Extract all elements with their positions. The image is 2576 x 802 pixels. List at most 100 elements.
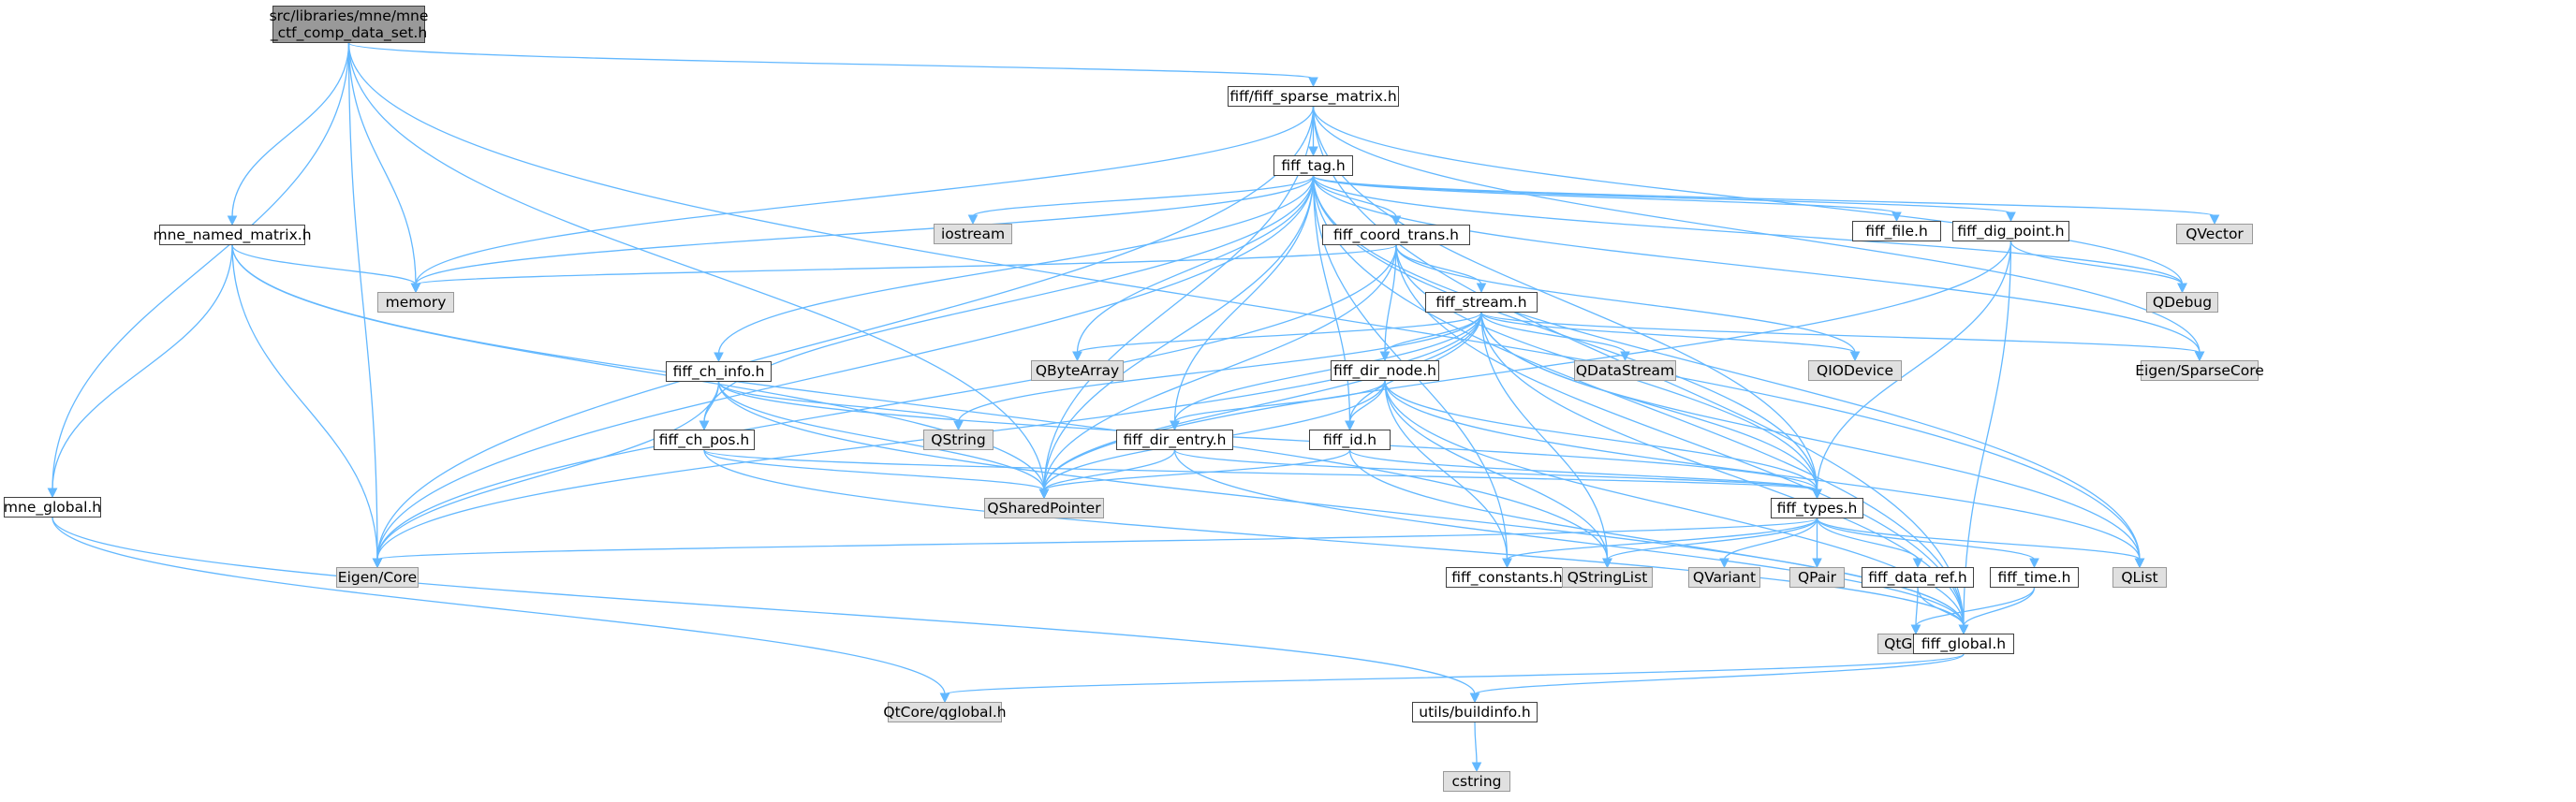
- edge-chpos-to-qshared: [703, 449, 1045, 491]
- edge-sparse-to-memory: [415, 106, 1315, 285]
- edge-root-to-mneglobal: [52, 42, 350, 490]
- edge-arrowhead: [1812, 558, 1822, 569]
- edge-arrowhead: [1602, 558, 1612, 569]
- edge-arrowhead: [1308, 146, 1318, 157]
- edge-fiffstream-to-eigensparse: [1480, 312, 2201, 354]
- edge-fifftag-to-qdebug: [1312, 175, 2184, 285]
- edge-fifftag-to-coordtrans: [1312, 175, 1397, 218]
- edge-fifftypes-to-eigencore: [376, 518, 1818, 561]
- edge-arrowhead: [1910, 624, 1921, 635]
- edge-dirnode-to-fifftypes: [1384, 380, 1818, 491]
- edge-arrowhead: [1170, 420, 1180, 431]
- edge-arrowhead: [227, 215, 238, 226]
- node-mnenamed[interactable]: mne_named_matrix.h: [153, 225, 312, 245]
- edge-fiffstream-to-qshared: [1043, 312, 1482, 491]
- node-fifftypes[interactable]: fiff_types.h: [1771, 498, 1863, 518]
- node-qvariant: QVariant: [1688, 567, 1760, 588]
- node-coordtrans[interactable]: fiff_coord_trans.h: [1322, 225, 1470, 245]
- node-qstring: QString: [923, 430, 994, 450]
- edge-arrowhead: [2006, 211, 2016, 223]
- node-fifftime[interactable]: fiff_time.h: [1990, 567, 2079, 588]
- node-cstring: cstring: [1443, 771, 1510, 792]
- edge-fifftag-to-chinfo: [717, 175, 1315, 355]
- edge-dataref-to-qtglobal: [1915, 587, 1919, 627]
- edge-root-to-sparse: [347, 42, 1315, 80]
- edge-fifftag-to-qvector: [1312, 175, 2215, 217]
- edge-arrowhead: [410, 283, 421, 294]
- edge-coordtrans-to-qiodevice: [1395, 244, 1856, 354]
- node-qpair: QPair: [1789, 567, 1845, 588]
- edge-direntry-to-fifftypes: [1173, 449, 1818, 491]
- edge-arrowhead: [1471, 762, 1482, 773]
- edge-fiffstream-to-qstring: [957, 312, 1482, 423]
- edge-fifftag-to-qbytearray: [1076, 175, 1315, 354]
- edge-coordtrans-to-fiffglobal: [1395, 244, 1965, 627]
- edge-digpoint-to-qdebug: [2009, 241, 2184, 285]
- edge-arrowhead: [699, 420, 710, 431]
- edge-mnenamed-to-mneglobal: [52, 244, 233, 490]
- edge-mneglobal-to-qtcoreglobal: [52, 517, 946, 695]
- edge-digpoint-to-fifftypes: [1816, 241, 2012, 491]
- node-qlist: QList: [2112, 567, 2167, 588]
- node-digpoint[interactable]: fiff_dig_point.h: [1952, 221, 2069, 241]
- node-fiffstream[interactable]: fiff_stream.h: [1425, 292, 1538, 313]
- edge-mnenamed-to-eigencore: [231, 244, 378, 561]
- node-fiffglobal[interactable]: fiff_global.h: [1913, 634, 2014, 654]
- node-qtcoreglobal: QtCore/qglobal.h: [883, 702, 1007, 722]
- edge-arrowhead: [2194, 351, 2205, 362]
- node-qvector: QVector: [2176, 224, 2253, 244]
- edge-coordtrans-to-eigencore: [376, 244, 1397, 561]
- edge-mnenamed-to-memory: [231, 244, 417, 285]
- edge-arrowhead: [1958, 624, 1969, 635]
- edge-fifftag-to-digpoint: [1312, 175, 2012, 214]
- edge-dirnode-to-qlist: [1384, 380, 2141, 561]
- edge-fiffid-to-qshared: [1043, 449, 1351, 491]
- edge-fifftime-to-fiffglobal: [1963, 587, 2036, 627]
- edge-fifftag-to-fiffglobal: [1312, 175, 1965, 627]
- edge-fifftypes-to-qvariant: [1723, 518, 1818, 561]
- node-chinfo[interactable]: fiff_ch_info.h: [666, 361, 772, 382]
- edge-fifftag-to-fifffile: [1312, 175, 1898, 214]
- edge-chinfo-to-qshared: [717, 381, 1045, 491]
- edge-dataref-to-fiffglobal: [1917, 587, 1965, 627]
- edge-fiffstream-to-direntry: [1173, 312, 1482, 423]
- node-buildinfo[interactable]: utils/buildinfo.h: [1412, 702, 1538, 722]
- edge-fifftime-to-qtglobal: [1915, 587, 2036, 627]
- node-dirnode[interactable]: fiff_dir_node.h: [1331, 360, 1439, 381]
- edge-fiffid-to-fifftypes: [1348, 449, 1818, 491]
- node-qstringlist: QStringList: [1562, 567, 1653, 588]
- edge-fiffglobal-to-qtcoreglobal: [944, 653, 1965, 695]
- edge-root-to-memory: [347, 42, 417, 285]
- edge-arrowhead: [967, 214, 979, 226]
- edge-chinfo-to-fifftypes: [717, 381, 1818, 491]
- edge-arrowhead: [939, 693, 950, 704]
- node-direntry[interactable]: fiff_dir_entry.h: [1116, 430, 1233, 450]
- node-iostream: iostream: [934, 224, 1012, 244]
- edge-root-to-eigencore: [347, 42, 378, 561]
- node-dataref[interactable]: fiff_data_ref.h: [1862, 567, 1974, 588]
- edge-direntry-to-qshared: [1043, 449, 1176, 491]
- node-fifftag[interactable]: fiff_tag.h: [1273, 155, 1353, 176]
- node-fifffile[interactable]: fiff_file.h: [1852, 221, 1941, 241]
- node-root: src/libraries/mne/mne _ctf_comp_data_set…: [269, 6, 429, 43]
- node-qdatastream: QDataStream: [1574, 360, 1676, 381]
- edge-fifftag-to-memory: [415, 175, 1315, 285]
- node-constants[interactable]: fiff_constants.h: [1446, 567, 1568, 588]
- edge-fiffid-to-fiffglobal: [1348, 449, 1965, 627]
- node-sparse[interactable]: fiff/fiff_sparse_matrix.h: [1228, 86, 1399, 107]
- node-chpos[interactable]: fiff_ch_pos.h: [654, 430, 755, 450]
- edge-fifftypes-to-constants: [1506, 518, 1818, 561]
- node-fiffid[interactable]: fiff_id.h: [1309, 430, 1391, 450]
- edge-root-to-qshared: [347, 42, 1045, 491]
- edge-arrowhead: [1849, 351, 1861, 362]
- edge-arrowhead: [1892, 211, 1902, 223]
- node-mneglobal[interactable]: mne_global.h: [3, 497, 102, 518]
- edge-fifftypes-to-qstringlist: [1606, 518, 1818, 561]
- edge-arrowhead: [1038, 488, 1050, 500]
- edge-chpos-to-fifftypes: [703, 449, 1818, 491]
- node-qshared: QSharedPointer: [984, 498, 1104, 518]
- edge-arrowhead: [1308, 77, 1318, 88]
- edge-fiffstream-to-qbytearray: [1076, 312, 1482, 354]
